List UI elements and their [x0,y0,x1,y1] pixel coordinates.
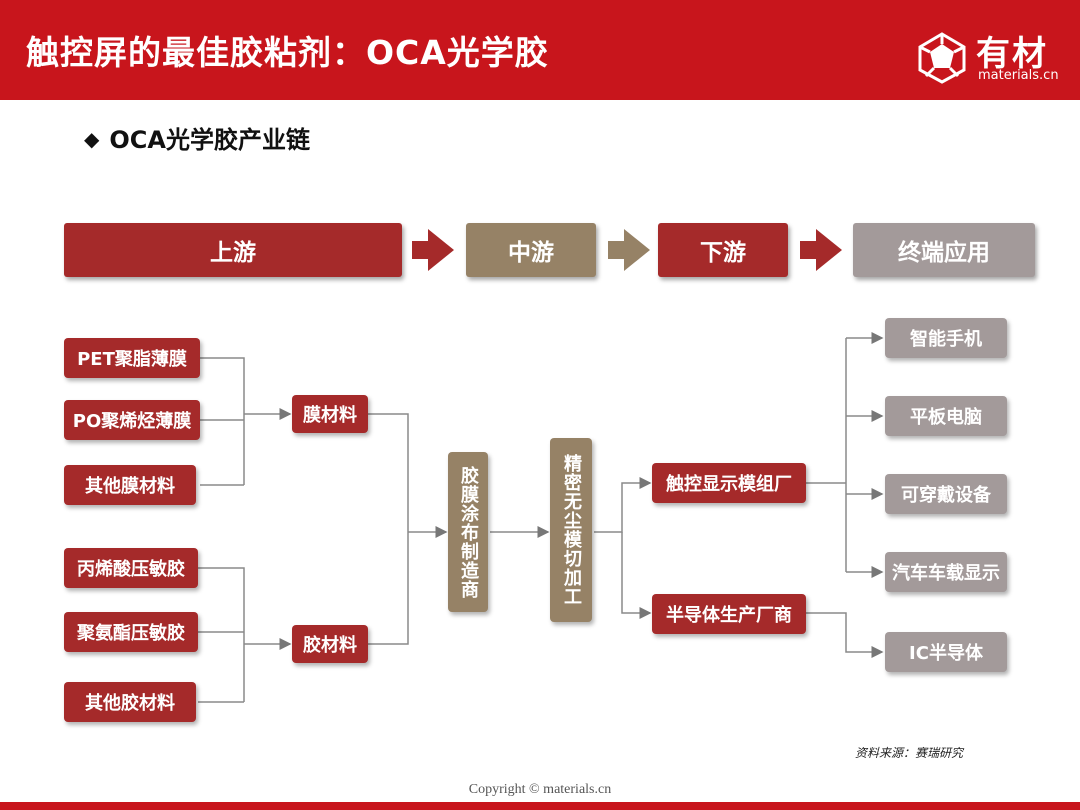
footer-bar [0,802,1080,810]
page-title: 触控屏的最佳胶粘剂：OCA光学胶 [26,33,549,72]
logo-text: 有材 [976,34,1048,74]
coating-manufacturer-box: 胶膜涂布制造商 [448,452,488,612]
application-item: 汽车车载显示 [885,552,1007,592]
header-bar: 触控屏的最佳胶粘剂：OCA光学胶 有材 materials.cn [0,0,1080,100]
application-item: 平板电脑 [885,396,1007,436]
logo: 有材 materials.cn [916,32,1059,88]
logo-icon [918,32,966,84]
upstream-film-item: 其他膜材料 [64,465,196,505]
section-subtitle: ◆ OCA光学胶产业链 [84,120,310,155]
upstream-glue-item: 其他胶材料 [64,682,196,722]
die-cutting-box: 精密无尘模切加工 [550,438,592,622]
glue-material-box: 胶材料 [292,625,368,663]
upstream-film-item: PET聚脂薄膜 [64,338,200,378]
film-material-box: 膜材料 [292,395,368,433]
stage-midstream: 中游 [466,223,596,277]
stage-downstream: 下游 [658,223,788,277]
coating-manufacturer-label: 胶膜涂布制造商 [458,465,479,599]
application-item: 可穿戴设备 [885,474,1007,514]
arrow-right-icon [608,229,650,271]
diamond-icon: ◆ [84,127,100,151]
upstream-glue-item: 聚氨酯压敏胶 [64,612,198,652]
stage-upstream: 上游 [64,223,402,277]
semiconductor-maker-box: 半导体生产厂商 [652,594,806,634]
die-cutting-label: 精密无尘模切加工 [561,454,582,606]
upstream-glue-item: 丙烯酸压敏胶 [64,548,198,588]
application-item: IC半导体 [885,632,1007,672]
stage-terminal: 终端应用 [853,223,1035,277]
source-note: 资料来源：赛瑞研究 [855,746,964,760]
arrow-right-icon [412,229,454,271]
copyright-text: Copyright © materials.cn [468,782,612,797]
arrow-right-icon [800,229,842,271]
subtitle-text: OCA光学胶产业链 [109,126,310,154]
logo-subtext: materials.cn [978,68,1059,83]
upstream-film-item: PO聚烯烃薄膜 [64,400,200,440]
touch-module-box: 触控显示模组厂 [652,463,806,503]
application-item: 智能手机 [885,318,1007,358]
